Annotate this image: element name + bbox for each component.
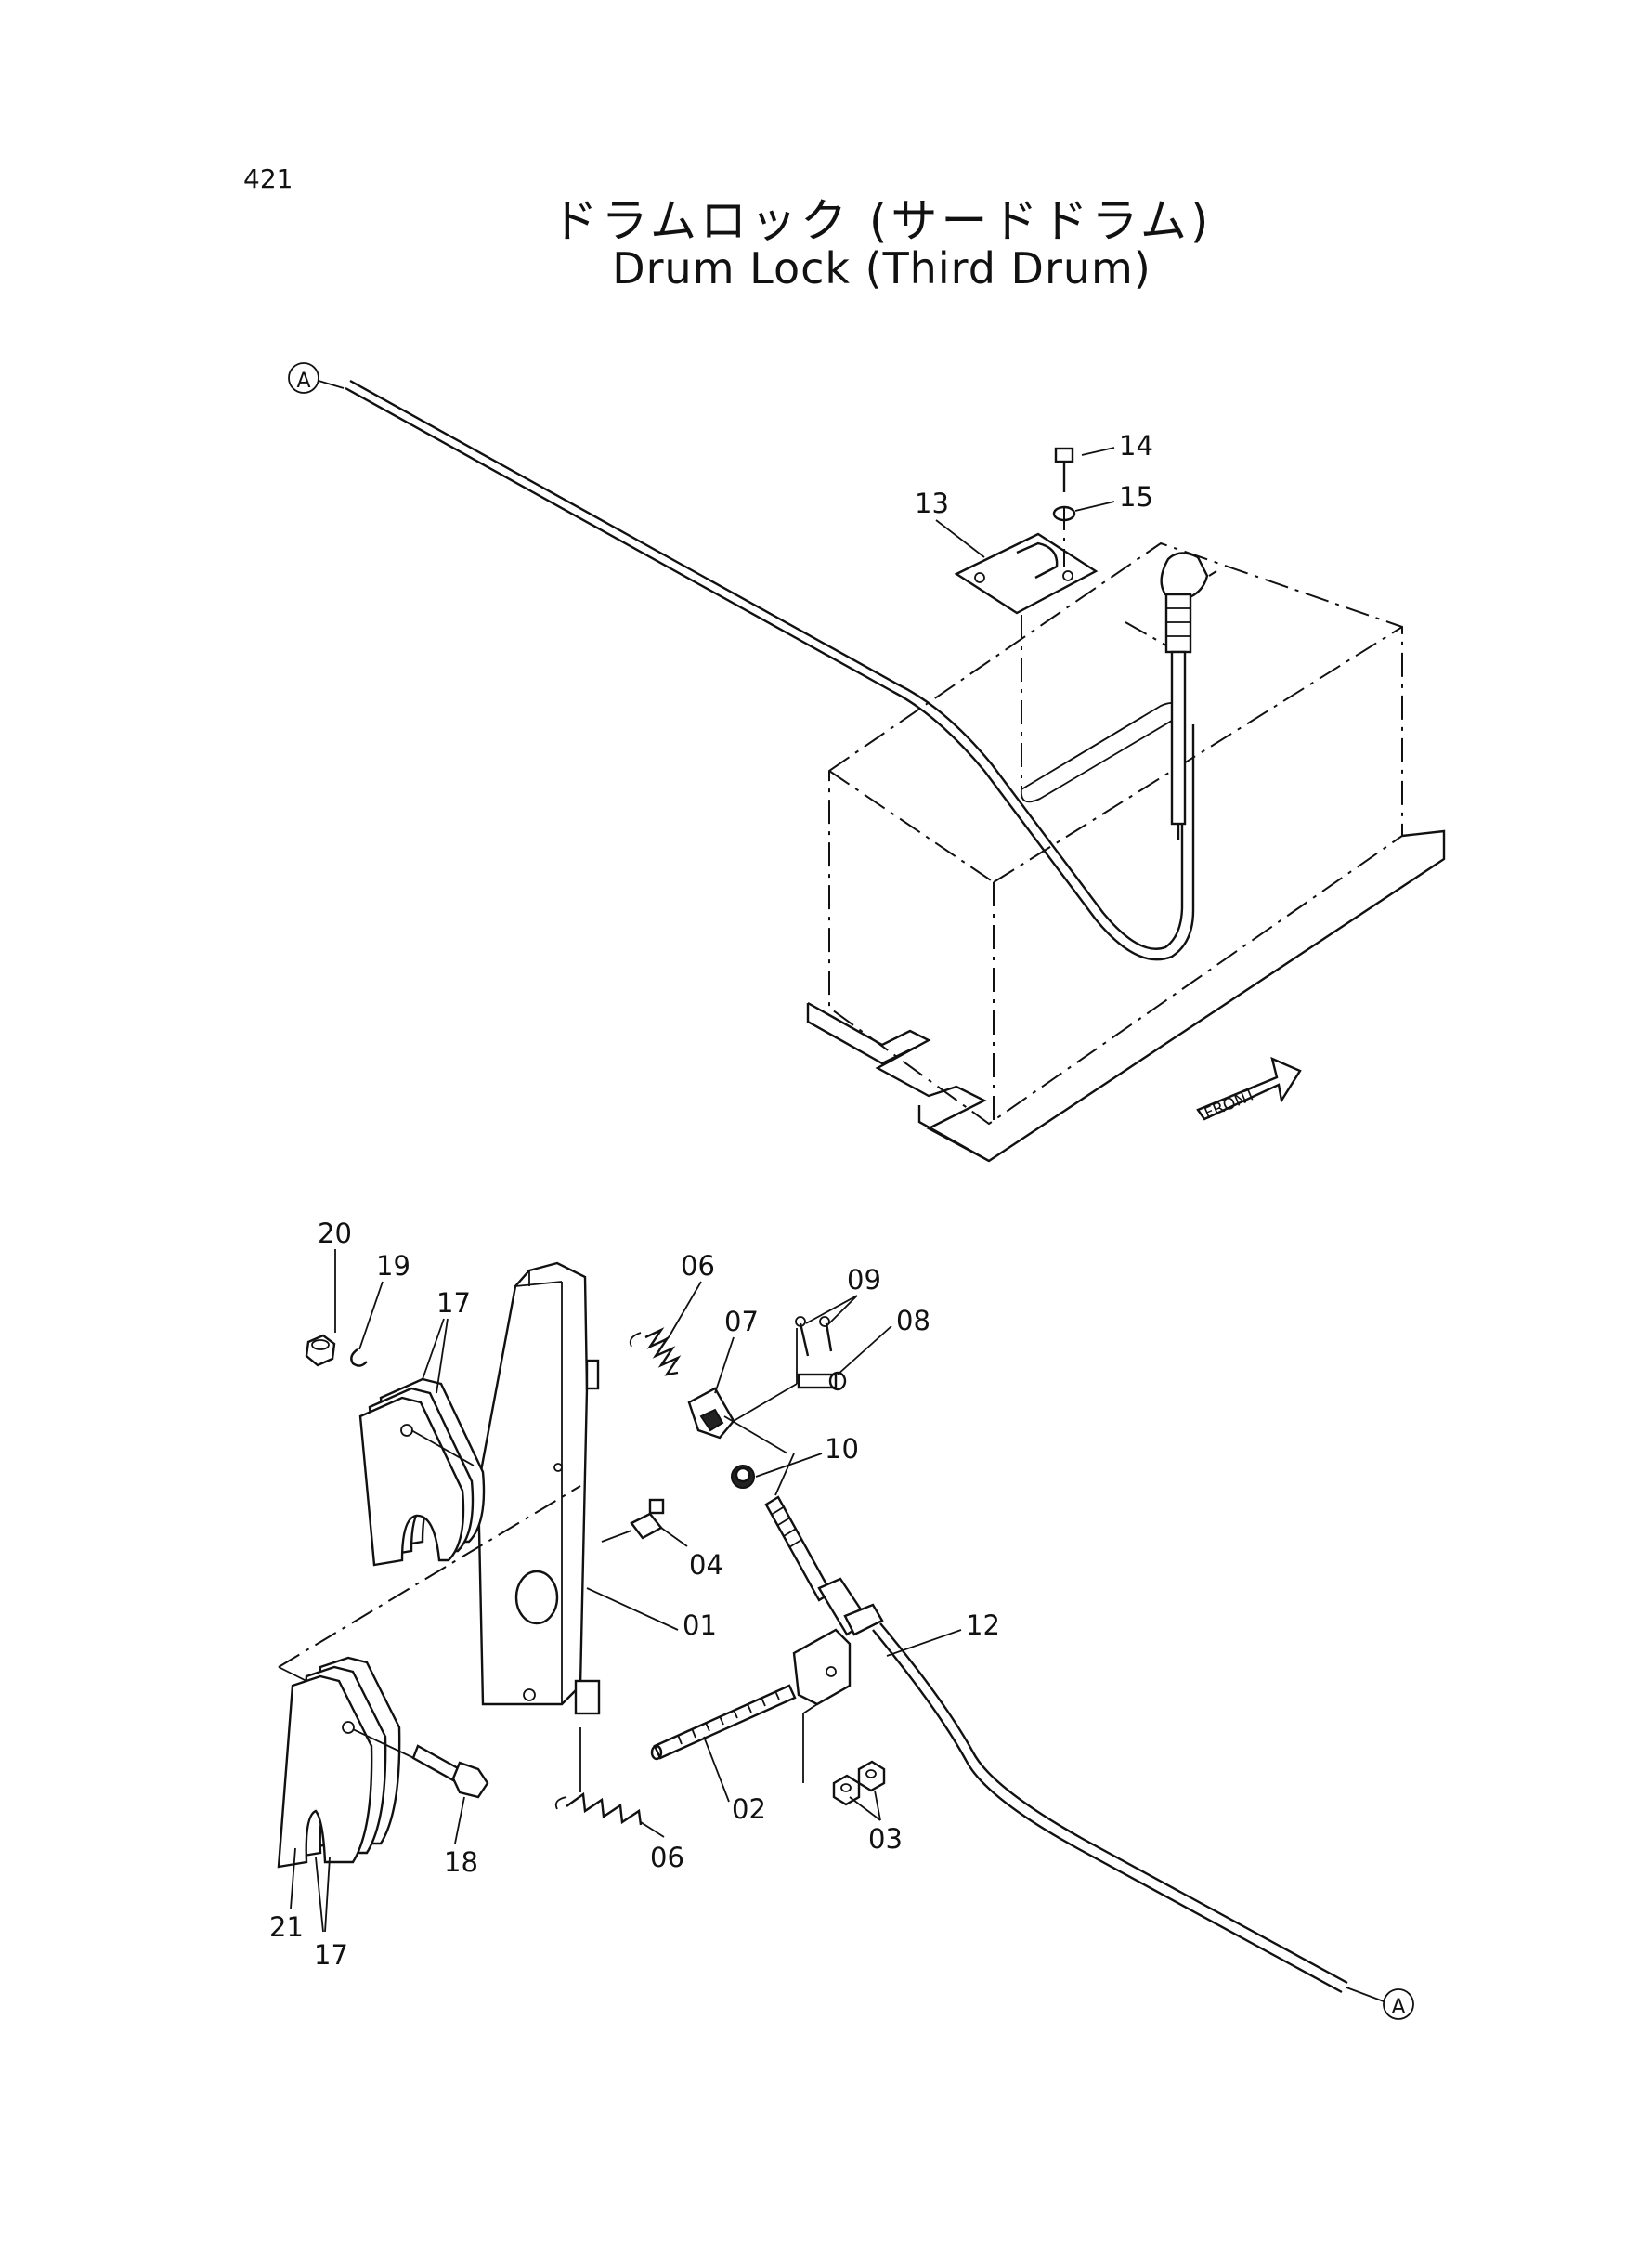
- label-20: 20: [318, 1218, 352, 1249]
- cable-12-end: [723, 1415, 884, 1636]
- label-04: 04: [689, 1549, 723, 1581]
- plates-17-21-lower: [277, 1656, 419, 1869]
- pin-08: [796, 1328, 847, 1391]
- washer-15: [1052, 505, 1076, 522]
- label-17-top: 17: [436, 1287, 471, 1319]
- label-09: 09: [847, 1264, 881, 1296]
- control-knob: [1125, 552, 1217, 840]
- lever-arm-01: [476, 1261, 601, 1715]
- reference-marker-a-bottom: A: [1346, 1987, 1414, 2020]
- nut-10: [731, 1465, 755, 1489]
- plates-17-upper: [358, 1377, 486, 1567]
- grease-fitting-04: [601, 1498, 665, 1543]
- reference-marker-a-top: A: [288, 362, 345, 394]
- label-15: 15: [1119, 481, 1153, 513]
- front-arrow: FRONT: [1196, 1056, 1302, 1124]
- yoke-07: [687, 1383, 798, 1440]
- label-03: 03: [868, 1823, 903, 1855]
- label-19: 19: [376, 1250, 410, 1282]
- title-japanese: ドラムロック (サードドラム): [551, 194, 1213, 248]
- label-21: 21: [269, 1911, 304, 1943]
- svg-text:A: A: [296, 370, 310, 393]
- label-12: 12: [966, 1609, 1000, 1641]
- svg-text:A: A: [1391, 1996, 1405, 2019]
- label-08: 08: [896, 1305, 930, 1336]
- label-18: 18: [444, 1846, 478, 1878]
- label-17-bottom: 17: [314, 1939, 348, 1971]
- snap-ring-19: [350, 1348, 368, 1367]
- control-cable-upper: [345, 379, 1195, 961]
- label-14: 14: [1119, 430, 1153, 462]
- control-cable-lower: [872, 1622, 1348, 1994]
- page-number: 421: [243, 163, 293, 194]
- svg-text:FRONT: FRONT: [1202, 1085, 1259, 1123]
- bolt-14: [1054, 447, 1074, 567]
- nuts-03: [832, 1760, 886, 1806]
- bracket-plate-13: [954, 532, 1099, 789]
- mounting-box: [806, 541, 1446, 1163]
- label-07: 07: [724, 1306, 759, 1337]
- title-english: Drum Lock (Third Drum): [612, 243, 1151, 293]
- bolt-18: [411, 1744, 489, 1799]
- label-13: 13: [915, 488, 949, 519]
- spring-06-upper: [629, 1327, 682, 1376]
- label-06-top: 06: [681, 1250, 715, 1282]
- label-02: 02: [732, 1793, 766, 1825]
- nut-20: [305, 1334, 336, 1367]
- label-10: 10: [825, 1433, 859, 1465]
- cable-bracket: [792, 1628, 852, 1783]
- spring-06-lower: [554, 1727, 643, 1826]
- threaded-rod-02: [650, 1684, 797, 1761]
- cotter-pins-09: [795, 1316, 833, 1357]
- label-06-bottom: 06: [650, 1842, 684, 1873]
- label-01: 01: [683, 1609, 717, 1641]
